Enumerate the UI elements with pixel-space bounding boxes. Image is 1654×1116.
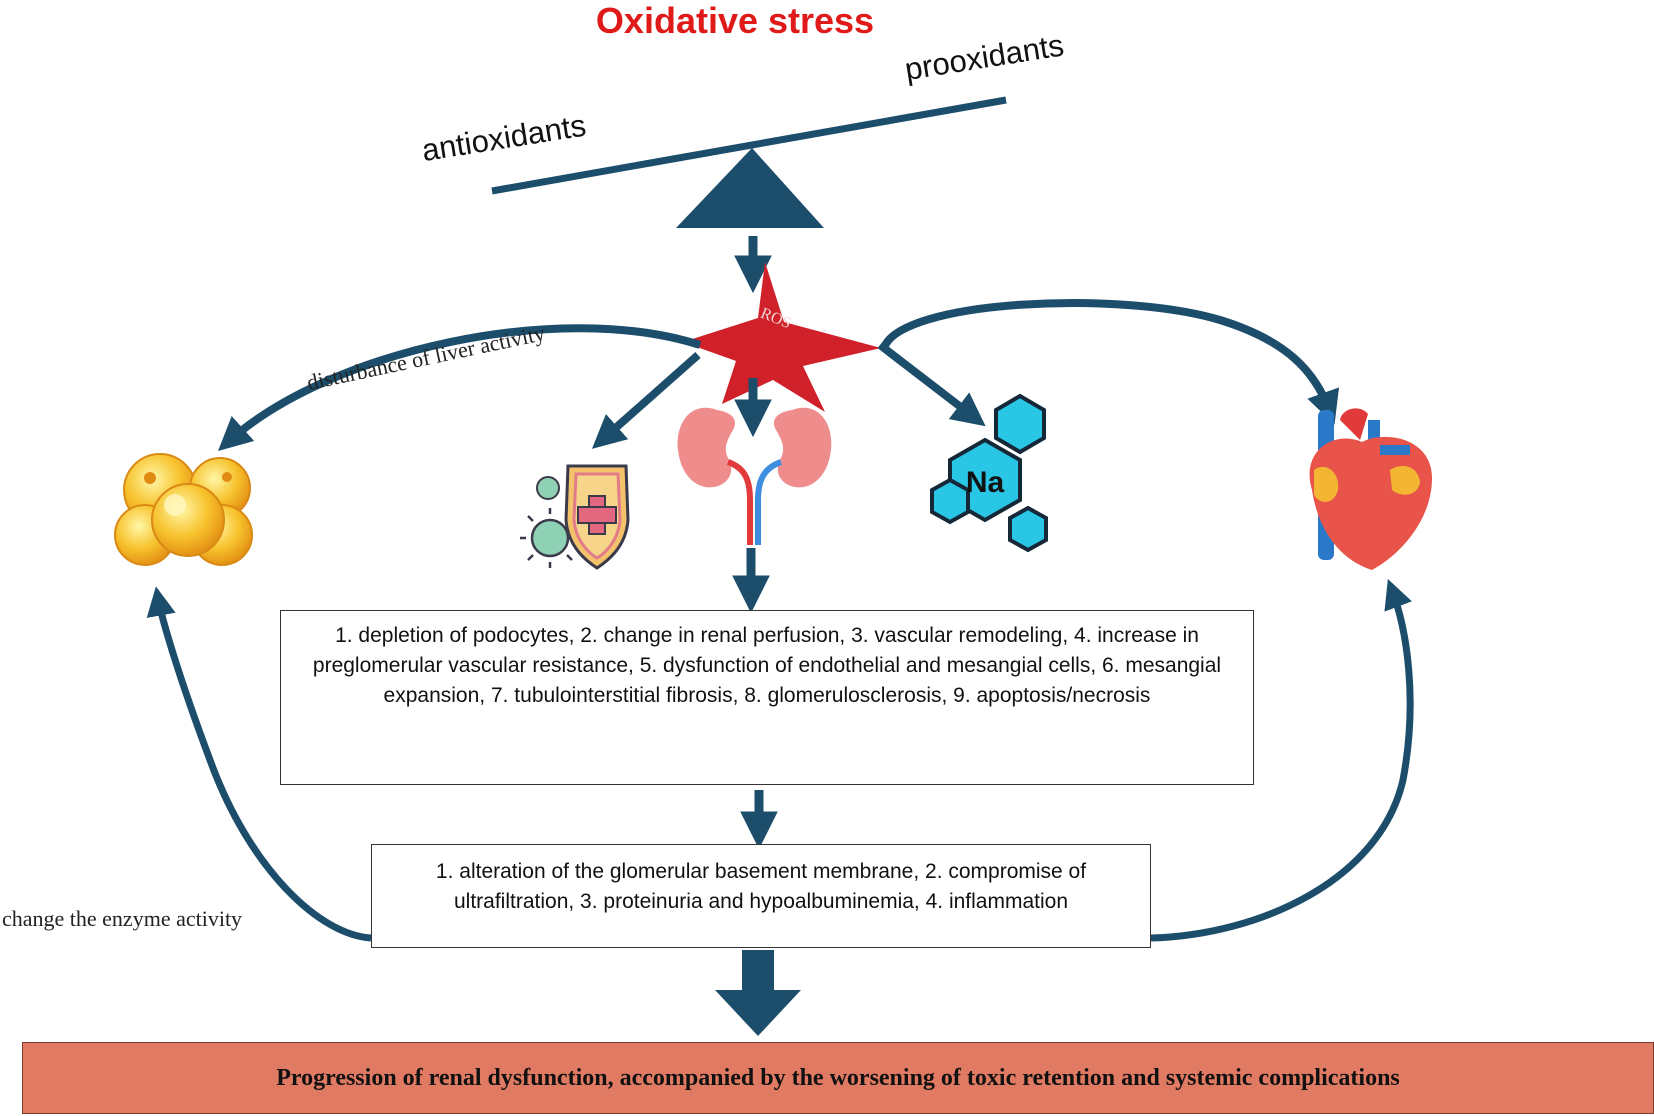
immune-shield-icon <box>520 464 630 570</box>
balance-fulcrum <box>676 148 824 228</box>
enzyme-activity-label: change the enzyme activity <box>2 906 243 931</box>
arrow-ros-to-liver <box>218 324 702 451</box>
ros-star <box>683 262 881 412</box>
renal-damage-box: 1. depletion of podocytes, 2. change in … <box>280 610 1254 785</box>
kidney-icon <box>677 407 832 545</box>
liver-cells-icon <box>114 453 253 566</box>
sodium-hexagon-icon <box>930 393 1048 553</box>
balance-beam <box>491 96 1007 195</box>
balance-scale <box>491 96 1007 228</box>
heart-icon <box>1309 408 1432 570</box>
sodium-label: Na <box>966 466 1005 499</box>
outcome-banner: Progression of renal dysfunction, accomp… <box>22 1042 1654 1114</box>
arrow-ros-to-immune <box>591 352 701 449</box>
arrow-box2-to-outcome <box>715 950 801 1036</box>
glomerular-effects-box: 1. alteration of the glomerular basement… <box>371 844 1151 948</box>
arrow-box2-to-heart <box>1150 578 1414 942</box>
arrow-ros-to-sodium <box>877 341 986 427</box>
arrow-ros-to-heart <box>880 299 1340 425</box>
diagram-title: Oxidative stress <box>595 0 875 41</box>
arrow-box2-to-liver <box>146 586 372 942</box>
